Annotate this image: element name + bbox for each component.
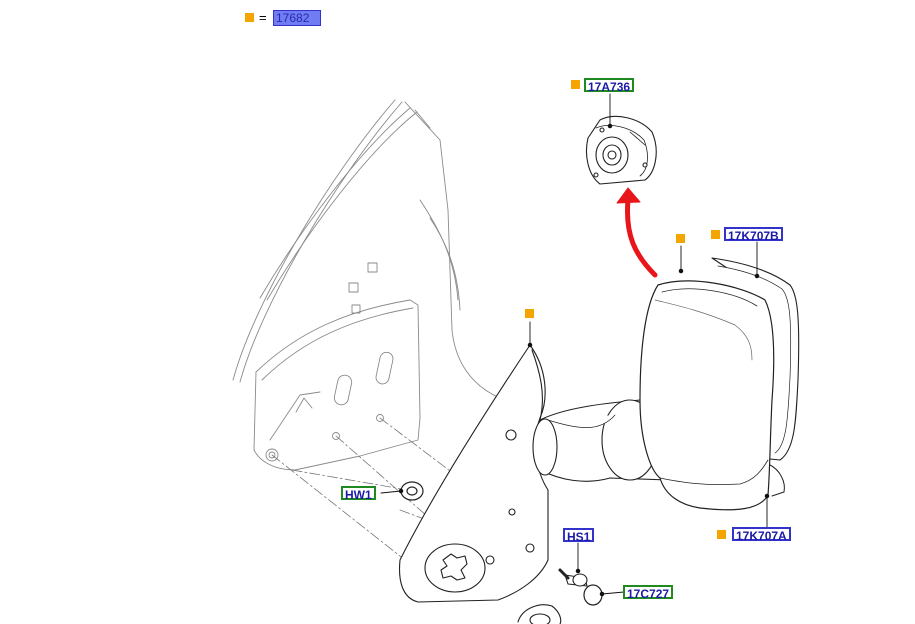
red-curved-arrow-icon [616, 187, 658, 278]
cap-part [583, 584, 603, 606]
mirror-base-bracket [398, 344, 549, 603]
marker-icon [717, 530, 726, 539]
legend-ref-code[interactable]: 17682 [273, 10, 321, 26]
callout-HW1[interactable]: HW1 [341, 486, 376, 502]
leader-lines [380, 93, 770, 597]
marker-icon [711, 230, 720, 239]
mirror-motor-part [585, 115, 657, 185]
callout-HS1[interactable]: HS1 [563, 528, 595, 544]
door-frame-lineart [232, 99, 501, 471]
washer-part [400, 481, 424, 501]
callout-17K707B[interactable]: 17K707B [724, 227, 783, 243]
mirror-head-housing [639, 280, 785, 511]
screw-part [558, 568, 588, 587]
marker-icon [525, 309, 534, 318]
marker-icon [676, 234, 685, 243]
callout-17K707A[interactable]: 17K707A [732, 527, 791, 543]
callout-17A736[interactable]: 17A736 [584, 78, 635, 94]
legend-equals: = [259, 10, 267, 25]
marker-icon [571, 80, 580, 89]
partial-seal-part [517, 604, 562, 624]
callout-17C727[interactable]: 17C727 [623, 585, 674, 601]
legend-marker-icon [245, 13, 254, 22]
